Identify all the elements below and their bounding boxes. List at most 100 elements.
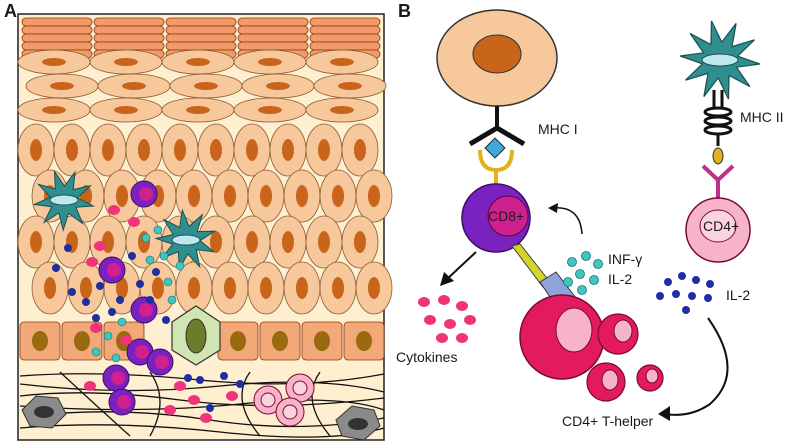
cd8-cell-core (117, 395, 131, 409)
melanocyte-cell (171, 305, 221, 366)
cd8-cell-core (135, 345, 149, 359)
fibroblast-left (21, 395, 67, 429)
il2-dot (152, 268, 160, 276)
spinous-nucleus (296, 277, 308, 299)
panel-b-letter: B (398, 1, 411, 21)
il2-dot (672, 290, 680, 298)
granular-nucleus (338, 82, 362, 90)
infg-dot (175, 261, 185, 271)
corneum-layer (21, 41, 93, 51)
feedback-arrow-cd8 (548, 203, 583, 235)
il2-dot (706, 280, 714, 288)
collagen-fibre (311, 371, 331, 437)
corneum-layer (165, 33, 237, 43)
corneum-layer (21, 17, 93, 27)
infg-dot (117, 317, 127, 327)
mhc1-molecule (468, 106, 526, 159)
granular-nucleus (42, 106, 66, 114)
il2-label-right: IL-2 (726, 287, 750, 303)
il2-dot (92, 314, 100, 322)
il2-dot (82, 298, 90, 306)
panel-a-letter: A (4, 1, 17, 21)
cytokine-dot (84, 381, 96, 391)
collagen-fibre (19, 399, 385, 411)
granular-nucleus (258, 58, 282, 66)
spinous-nucleus (138, 139, 150, 161)
spinous-nucleus (368, 185, 380, 207)
corneum-layer (93, 33, 165, 43)
granular-layer (17, 49, 387, 123)
cd4-cell-core (260, 392, 276, 408)
il2-dot (96, 282, 104, 290)
infg-dot (567, 257, 577, 267)
cd8-cell-core (139, 303, 153, 317)
il2-dot (688, 292, 696, 300)
il2-label-left: IL-2 (608, 271, 632, 287)
spinous-nucleus (188, 277, 200, 299)
granular-nucleus (186, 106, 210, 114)
il2-dot (146, 296, 154, 304)
il2-dot (68, 288, 76, 296)
infg-dot (593, 259, 603, 269)
granular-nucleus (114, 58, 138, 66)
basal-nucleus (74, 331, 90, 351)
cytokine-dot (436, 333, 448, 343)
corneum-layer (309, 33, 381, 43)
spinous-nucleus (318, 139, 330, 161)
granular-nucleus (330, 58, 354, 66)
spinous-nucleus (246, 231, 258, 253)
cd4-cell-core (282, 404, 298, 420)
arrow-to-cytokines (440, 251, 477, 286)
dendritic-cell-b (680, 20, 760, 100)
spinous-nucleus (260, 185, 272, 207)
antigen-presenting-cell (436, 9, 558, 107)
corneum-layer (309, 17, 381, 27)
spinous-nucleus (332, 277, 344, 299)
cd8-t-cell: CD8+ (461, 183, 531, 253)
infg-dot (589, 275, 599, 285)
corneum-layer (93, 17, 165, 27)
cytokine-dot (108, 205, 120, 215)
cd8-cell-core (155, 355, 169, 369)
granular-nucleus (266, 82, 290, 90)
corneum-layer (93, 41, 165, 51)
cytokine-dot (188, 395, 200, 405)
il2-dot (184, 374, 192, 382)
il2-dot (678, 272, 686, 280)
il2-dot (704, 294, 712, 302)
il2-dot (220, 372, 228, 380)
cd4-helper-cells (519, 294, 664, 402)
dendritic-cell-a1 (32, 169, 96, 232)
cytokine-dot (226, 391, 238, 401)
infg-label: INF-γ (608, 251, 642, 267)
cytokine-dot (444, 319, 456, 329)
cd4-helper-label: CD4+ T-helper (562, 413, 654, 429)
cytokine-dot (128, 217, 140, 227)
mhc1-label: MHC I (538, 121, 578, 137)
spinous-nucleus (30, 139, 42, 161)
infg-dot (167, 295, 177, 305)
spinous-nucleus (210, 231, 222, 253)
spinous-nucleus (368, 277, 380, 299)
collagen-fibre (19, 392, 385, 407)
il2-dot (664, 278, 672, 286)
cytokine-dot (174, 381, 186, 391)
il2-dots (656, 272, 714, 314)
cd8-cell-core (111, 371, 125, 385)
infg-dot (577, 285, 587, 295)
panel-b: B MHC I CD8+ (396, 1, 784, 429)
cytokine-dot (200, 413, 212, 423)
cytokine-dot (424, 315, 436, 325)
basal-nucleus (356, 331, 372, 351)
granular-nucleus (330, 106, 354, 114)
cytokine-dot (164, 405, 176, 415)
mhc2-label: MHC II (740, 109, 784, 125)
infg-dot (103, 331, 113, 341)
infg-dot (145, 255, 155, 265)
cytokine-dots (418, 295, 476, 343)
il2-dot (682, 306, 690, 314)
il2-dot (116, 296, 124, 304)
corneum-layer (237, 25, 309, 35)
infg-il2-dots (563, 251, 603, 295)
